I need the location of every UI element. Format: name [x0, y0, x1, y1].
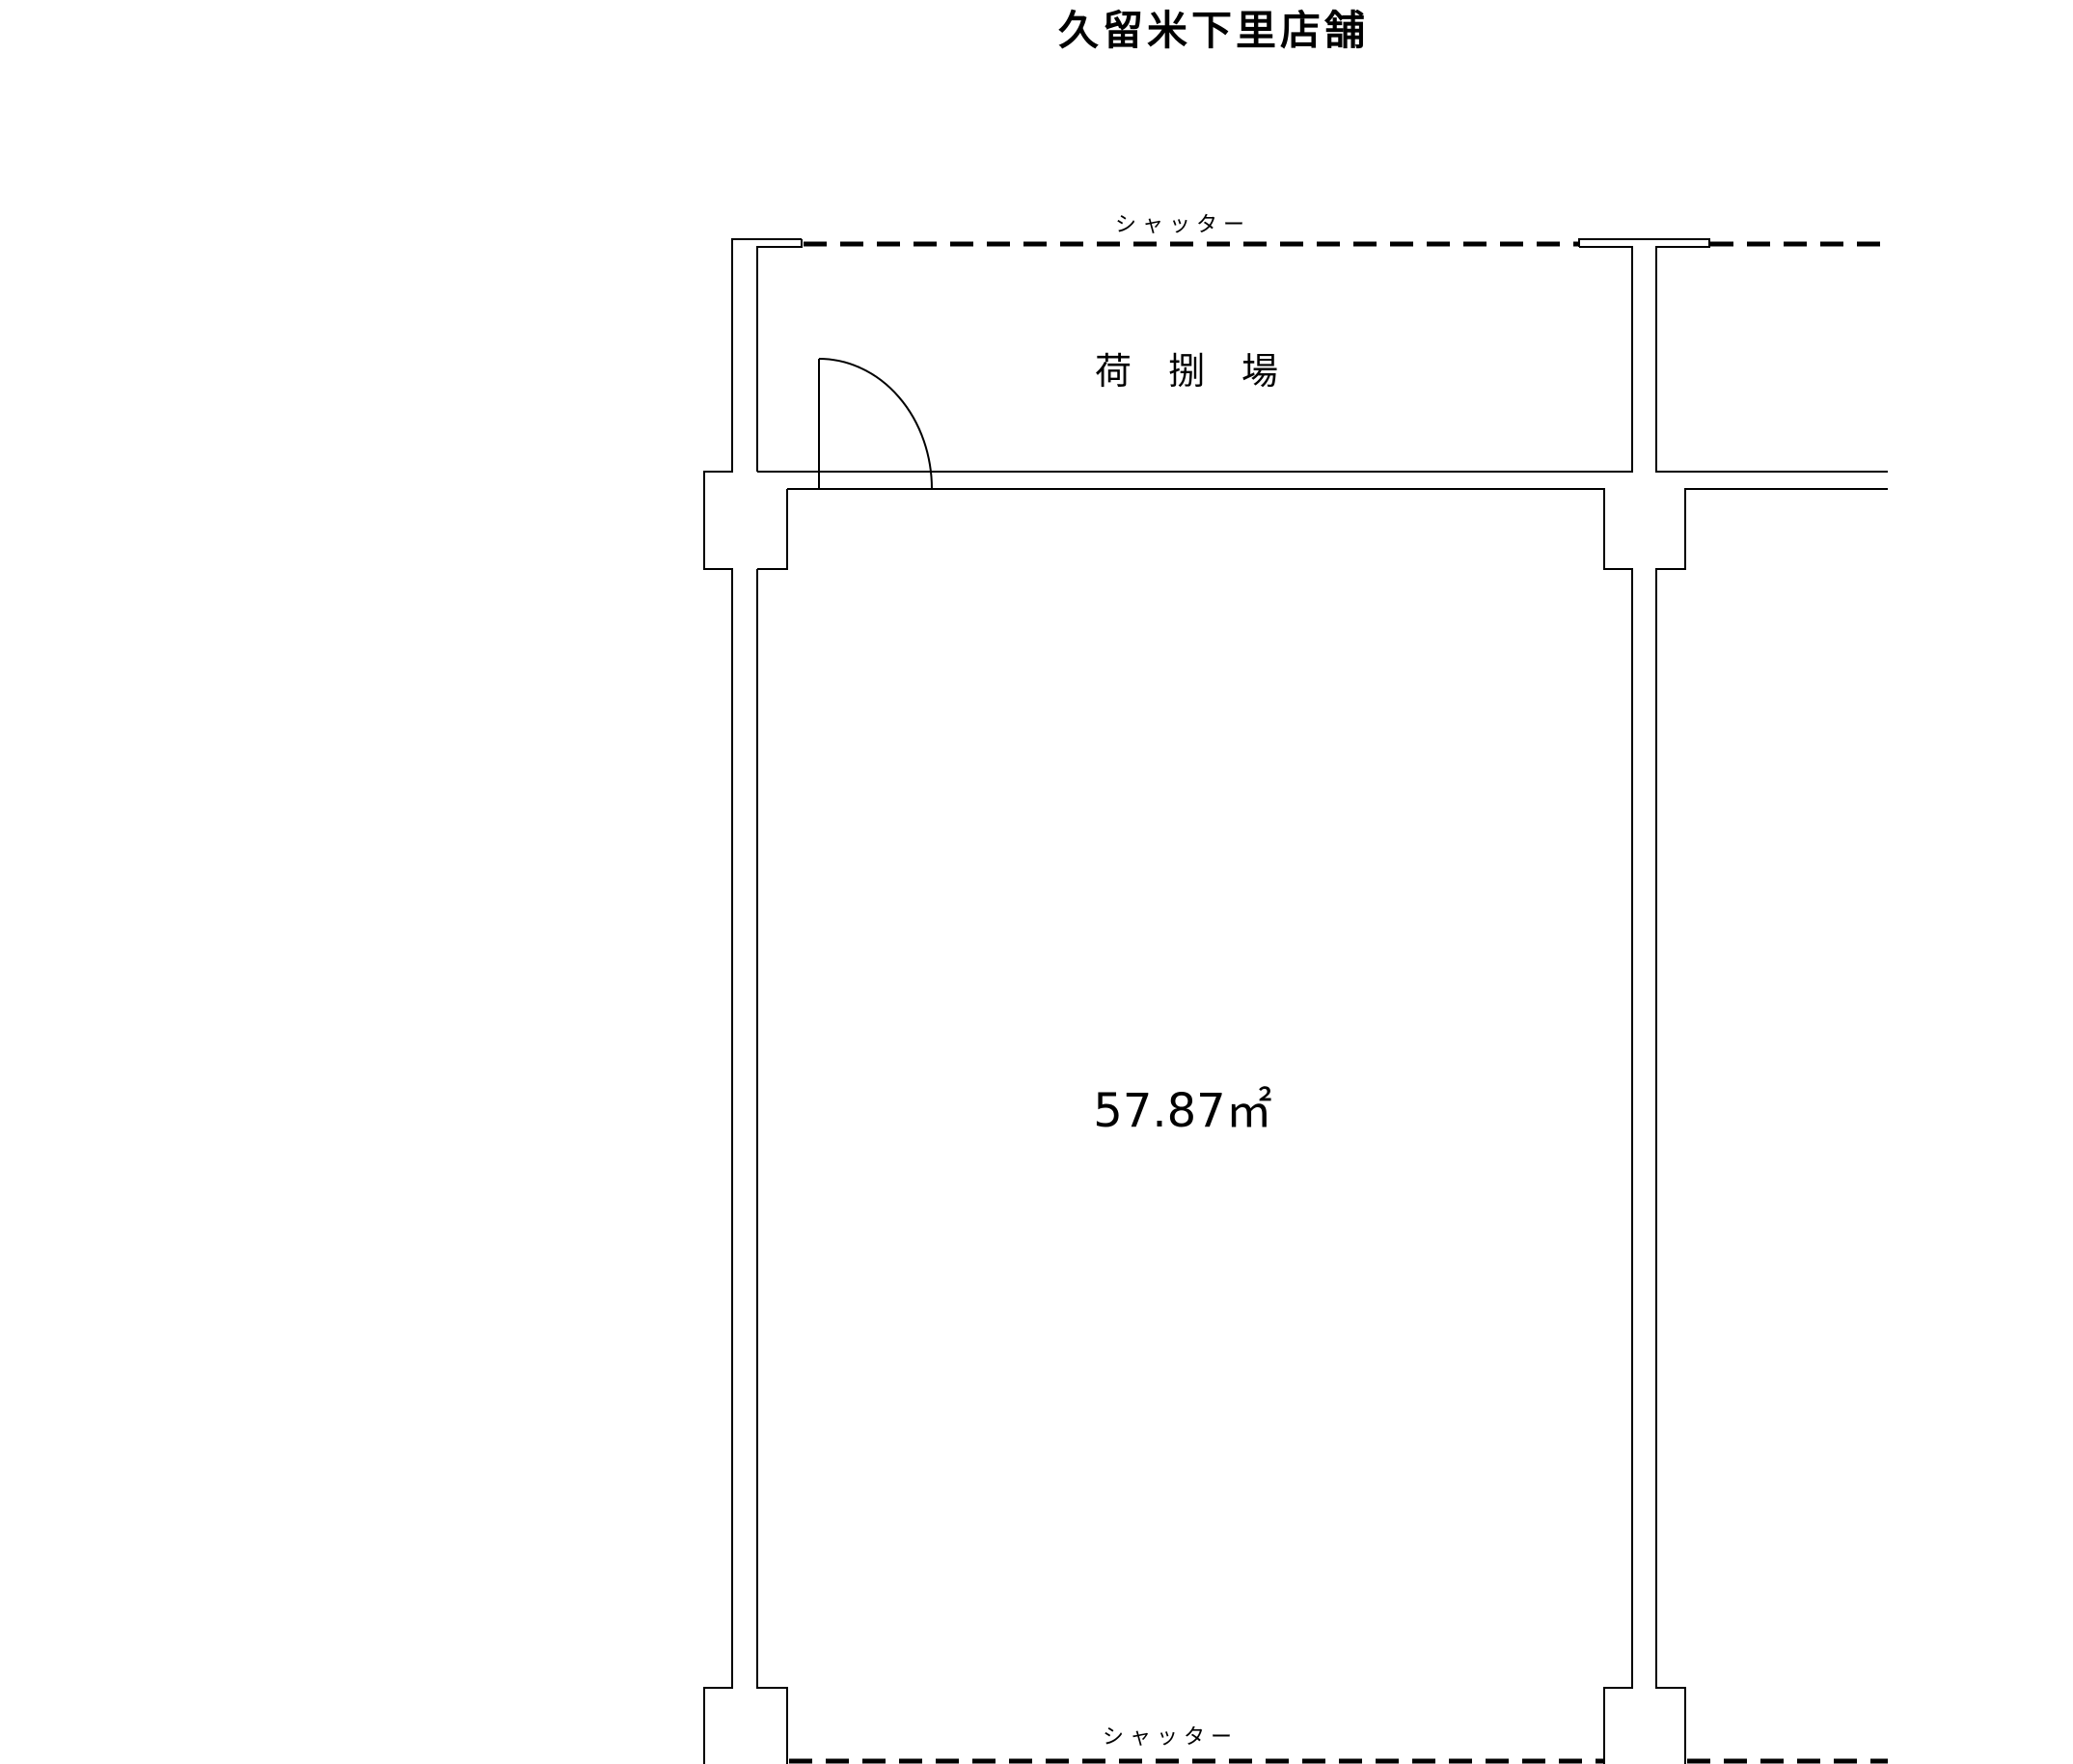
plan-title: 久留米下里店舗	[1058, 7, 1369, 54]
door-swing	[818, 358, 933, 490]
shutter-label-bottom: シャッター	[1103, 1725, 1238, 1750]
right-wall	[757, 238, 1888, 1764]
area-label: 57.87㎡	[1093, 1084, 1271, 1138]
loading-area-label: 荷 捌 場	[1095, 350, 1278, 393]
shutter-label-top: シャッター	[1115, 213, 1250, 237]
left-wall	[703, 238, 803, 1764]
